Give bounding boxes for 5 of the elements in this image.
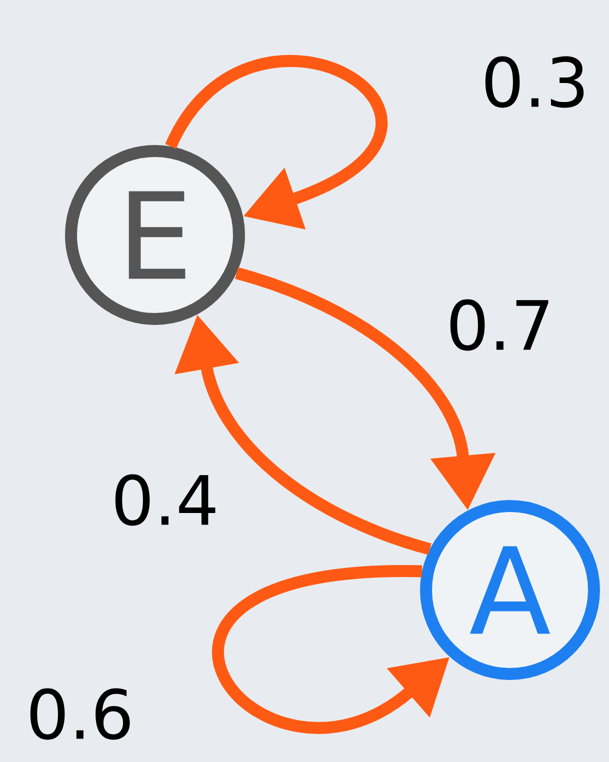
edge-label: 0.7 (450, 299, 548, 351)
edge-label: 0.3 (485, 56, 584, 108)
edge-label: 0.4 (115, 474, 216, 526)
edge-label: 0.6 (30, 688, 130, 740)
arrow (165, 55, 386, 230)
